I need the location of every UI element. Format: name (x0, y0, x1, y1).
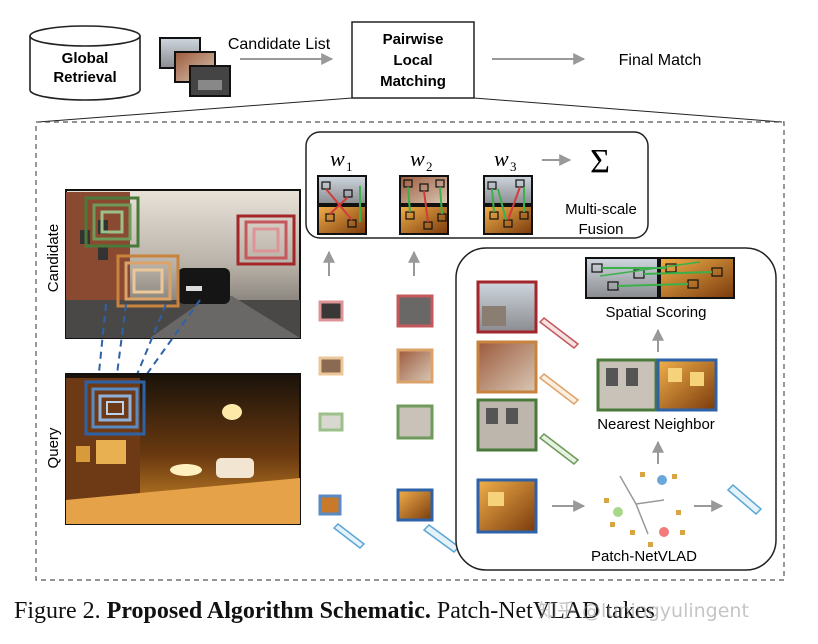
figure-caption: Figure 2. Proposed Algorithm Schematic. … (14, 598, 655, 625)
weight-3-symbol: w (494, 146, 509, 171)
global-retrieval-label-2: Retrieval (53, 69, 116, 86)
zoom-line-right (473, 97, 783, 123)
fusion-label-2: Fusion (578, 221, 623, 238)
weight-2: w 2 (399, 146, 449, 235)
medium-patch-column (396, 294, 461, 553)
weight-2-symbol: w (410, 146, 425, 171)
candidate-patch-green (84, 196, 140, 248)
weight-3-subscript: 3 (510, 159, 517, 174)
pipeline-patch-blue (476, 478, 538, 534)
nearest-neighbor-patches (596, 358, 718, 412)
pairwise-local-matching-box: Pairwise Local Matching (351, 21, 475, 99)
output-descriptor (726, 483, 763, 516)
matching-label-3: Matching (380, 73, 446, 90)
spatial-scoring-images (585, 257, 735, 299)
final-match-label: Final Match (619, 52, 702, 69)
spatial-scoring-label: Spatial Scoring (606, 304, 707, 321)
pipeline-patch-green (476, 398, 580, 465)
nearest-neighbor-label: Nearest Neighbor (597, 416, 715, 433)
query-side-label: Query (45, 427, 62, 468)
weight-1: w 1 (317, 146, 367, 235)
pipeline-patch-orange (476, 340, 580, 405)
query-patch-blue (84, 380, 146, 436)
caption-suffix: Patch-NetVLAD takes (430, 598, 655, 624)
netvlad-cluster-diagram (604, 472, 685, 547)
caption-bold: Proposed Algorithm Schematic. (106, 598, 431, 624)
small-patch-column (318, 300, 366, 549)
weight-2-subscript: 2 (426, 159, 433, 174)
watermark-text: 知乎 @luningyulingent (538, 600, 749, 622)
global-retrieval-database: Global Retrieval (29, 25, 141, 101)
patch-netvlad-label: Patch-NetVLAD (591, 548, 697, 565)
correspondence-lines (97, 299, 201, 393)
global-retrieval-label-1: Global (62, 50, 109, 67)
weight-3: w 3 (483, 146, 533, 235)
candidate-patch-orange (116, 254, 180, 308)
matching-label-2: Local (393, 52, 432, 69)
matching-label-1: Pairwise (383, 31, 444, 48)
candidate-thumbnails (159, 37, 231, 97)
weight-1-symbol: w (330, 146, 345, 171)
candidate-patch-red (236, 214, 296, 266)
fusion-label-1: Multi-scale (565, 201, 637, 218)
candidate-side-label: Candidate (45, 224, 62, 292)
weight-1-subscript: 1 (346, 159, 353, 174)
caption-prefix: Figure 2. (14, 598, 107, 624)
detail-dashed-frame (35, 121, 785, 581)
pipeline-patch-red (476, 280, 580, 349)
sum-symbol: Σ (590, 143, 610, 180)
candidate-list-label: Candidate List (228, 36, 331, 53)
zoom-line-left (37, 97, 353, 123)
